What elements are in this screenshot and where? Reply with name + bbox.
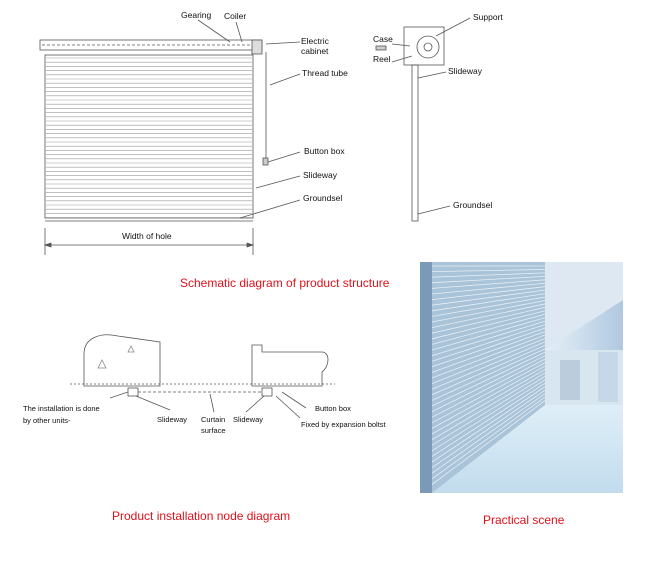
electric-cabinet-box bbox=[251, 39, 263, 55]
curtain-label-1: Curtain bbox=[201, 415, 226, 424]
install-slideway-left-label: Slideway bbox=[157, 415, 188, 424]
case-label: Case bbox=[373, 34, 393, 44]
support-label: Support bbox=[473, 12, 503, 22]
button-box-shape bbox=[262, 157, 269, 166]
side-view bbox=[375, 17, 471, 222]
other-units-label-1: The installation is done bbox=[23, 404, 100, 413]
reel-label: Reel bbox=[373, 54, 391, 64]
gearing-label: Gearing bbox=[181, 10, 212, 20]
width-of-hole-label: Width of hole bbox=[122, 231, 172, 241]
installation-caption: Product installation node diagram bbox=[112, 509, 291, 523]
side-slideway-label: Slideway bbox=[448, 66, 483, 76]
curtain-label-2: surface bbox=[201, 426, 226, 435]
front-view bbox=[39, 19, 301, 255]
electric-cabinet-label-2: cabinet bbox=[301, 46, 329, 56]
install-button-box-label: Button box bbox=[315, 404, 351, 413]
installation-node bbox=[70, 334, 335, 419]
photo-shutter-slats bbox=[431, 265, 546, 485]
other-units-label-2: by other units- bbox=[23, 416, 71, 425]
button-box-label: Button box bbox=[304, 146, 345, 156]
expansion-bolt-label: Fixed by expansion boltst bbox=[301, 420, 386, 429]
practical-caption: Practical scene bbox=[483, 513, 565, 527]
right-wall bbox=[251, 344, 329, 387]
practical-scene-photo bbox=[420, 262, 623, 493]
coiler-label: Coiler bbox=[224, 11, 247, 21]
left-slideway-shape bbox=[127, 387, 139, 397]
side-groundsel-label: Groundsel bbox=[453, 200, 493, 210]
thread-tube-label: Thread tube bbox=[302, 68, 348, 78]
right-slideway-shape bbox=[261, 387, 273, 397]
electric-cabinet-label-1: Electric bbox=[301, 36, 329, 46]
left-wall bbox=[83, 334, 161, 387]
shutter-frame bbox=[44, 54, 254, 219]
shutter-slats bbox=[46, 57, 252, 218]
schematic-caption: Schematic diagram of product structure bbox=[180, 276, 390, 290]
slideway-label: Slideway bbox=[303, 170, 338, 180]
side-slideway bbox=[411, 64, 419, 222]
install-slideway-right-label: Slideway bbox=[233, 415, 264, 424]
case-box bbox=[403, 26, 445, 66]
reel-circle bbox=[416, 35, 440, 59]
groundsel-label: Groundsel bbox=[303, 193, 343, 203]
